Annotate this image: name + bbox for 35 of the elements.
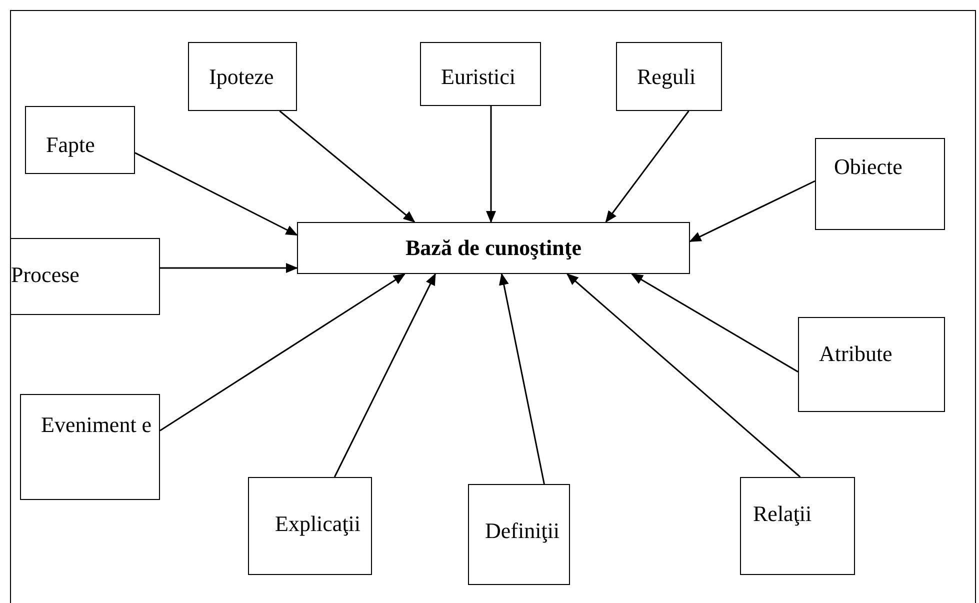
box-label: Euristici: [441, 63, 516, 91]
arrow: [279, 110, 416, 223]
concept-box: [188, 42, 297, 111]
concept-box: [468, 484, 570, 585]
arrow: [334, 273, 436, 478]
central-box: [297, 222, 690, 274]
concept-box: [10, 238, 160, 315]
arrow: [160, 263, 298, 273]
concept-box: [616, 42, 722, 111]
arrow: [630, 273, 798, 372]
arrow: [605, 110, 690, 223]
concept-box: [25, 106, 135, 174]
concept-box: [248, 477, 372, 575]
box-label: Procese: [11, 261, 80, 289]
concept-box: [798, 317, 945, 412]
box-label: Atribute: [819, 340, 892, 368]
concept-box: [740, 477, 855, 575]
arrow: [689, 180, 816, 242]
concept-box: [20, 394, 160, 500]
box-label: Bază de cunoştinţe: [406, 234, 582, 262]
concept-box: [815, 138, 945, 230]
arrow: [498, 273, 545, 484]
box-label: Fapte: [46, 131, 95, 159]
arrow: [160, 273, 406, 432]
box-label: Relaţii: [753, 500, 812, 528]
box-label: Obiecte: [834, 153, 902, 181]
box-label: Ipoteze: [209, 63, 274, 91]
box-label: Definiţii: [485, 517, 560, 545]
concept-box: [420, 42, 541, 106]
box-label: Explicaţii: [275, 510, 361, 538]
box-label: Eveniment e: [41, 411, 152, 439]
arrow: [134, 152, 298, 236]
box-label: Reguli: [637, 63, 696, 91]
arrow: [486, 106, 496, 223]
arrow: [566, 273, 801, 478]
